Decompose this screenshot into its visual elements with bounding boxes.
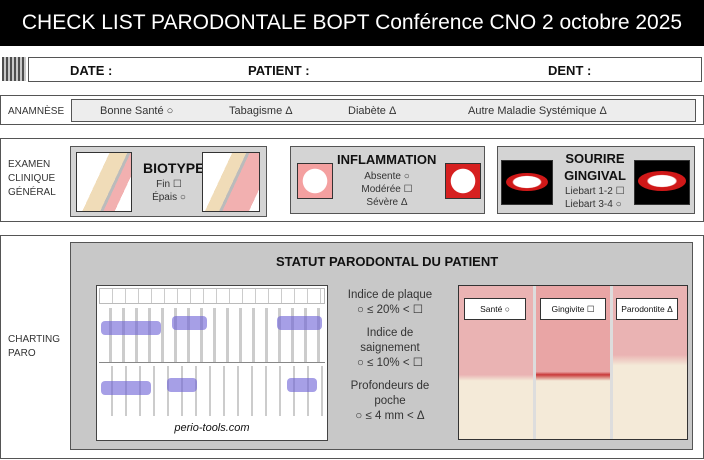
anamnese-autre-maladie[interactable]: Autre Maladie Systémique Δ [468,105,607,117]
profondeur-poche-rule: ○ ≤ 4 mm < Δ [355,410,425,422]
inflammation-absente[interactable]: Absente ○ [364,171,410,182]
inflammation-title: INFLAMMATION [337,152,437,167]
indice-saignement-rule: ○ ≤ 10% < ☐ [356,357,424,369]
examen-label: EXAMEN CLINIQUE GÉNÉRAL [8,158,56,200]
anamnese-panel [71,99,696,122]
charting-title: STATUT PARODONTAL DU PATIENT [276,254,499,269]
charting-label-line: CHARTING [8,334,61,345]
profondeur-poche-name: Profondeurs de poche [350,380,430,407]
inflammation-options: Absente ○ Modérée ☐ Sévère Δ [352,170,422,209]
examen-label-line: EXAMEN [8,159,51,170]
charting-label: CHARTING PARO [8,333,60,361]
state-sante[interactable]: Santé ○ [464,298,526,320]
page-title: CHECK LIST PARODONTALE BOPT Conférence C… [0,0,704,46]
sourire-title-line: SOURIRE [565,151,625,166]
anamnese-diabete[interactable]: Diabète Δ [348,105,397,117]
biotype-thick-image [202,152,260,212]
header-row [28,57,702,82]
patient-field[interactable]: PATIENT : [248,63,310,78]
date-field[interactable]: DATE : [70,63,113,78]
qr-code-icon [2,57,26,81]
examen-label-line: GÉNÉRAL [8,187,56,198]
inflammation-absent-image [297,163,333,199]
sourire-title-line: GINGIVAL [564,168,626,183]
sourire-liebart-3-4[interactable]: Liebart 3-4 ○ [565,199,622,210]
charting-label-line: PARO [8,348,36,359]
sourire-classe-4-image [634,160,690,205]
indice-saignement-name: Indice de saignement [360,327,420,354]
inflammation-moderee[interactable]: Modérée ☐ [361,184,413,195]
sourire-liebart-1-2[interactable]: Liebart 1-2 ☐ [565,186,625,197]
indices-list: Indice de plaque ○ ≤ 20% < ☐ Indice de s… [340,288,440,424]
inflammation-severe[interactable]: Sévère Δ [366,197,408,208]
sourire-classe-1-image [501,160,553,205]
sourire-options: Liebart 1-2 ☐ Liebart 3-4 ○ [565,185,625,211]
state-parodontite[interactable]: Parodontite Δ [616,298,678,320]
chart-source[interactable]: perio-tools.com [174,422,250,434]
gum-states-image: Santé ○ Gingivite ☐ Parodontite Δ [458,285,688,440]
biotype-fin[interactable]: Fin ☐ [156,179,182,190]
biotype-options: Fin ☐ Épais ○ [145,178,193,204]
indice-plaque-rule: ○ ≤ 20% < ☐ [356,304,424,316]
biotype-epais[interactable]: Épais ○ [152,192,186,203]
sourire-title: SOURIRE GINGIVAL [560,150,630,184]
state-gingivite[interactable]: Gingivite ☐ [540,298,606,320]
anamnese-tabagisme[interactable]: Tabagisme Δ [229,105,293,117]
anamnese-label: ANAMNÈSE [8,106,65,117]
inflammation-severe-image [445,163,481,199]
examen-label-line: CLINIQUE [8,173,56,184]
biotype-title: BIOTYPE [143,160,205,176]
anamnese-bonne-sante[interactable]: Bonne Santé ○ [100,105,174,117]
biotype-thin-image [76,152,132,212]
dent-field[interactable]: DENT : [548,63,592,78]
periodontal-chart-image: perio-tools.com [96,285,328,441]
indice-plaque-name: Indice de plaque [347,289,433,301]
